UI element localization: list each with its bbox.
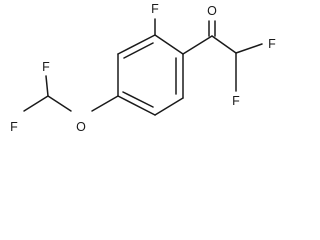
bond-ether-oxygen-chf2 — [47, 95, 72, 112]
bond-ring-6-1-inner — [123, 42, 154, 59]
bond-chf2-fluorine-b — [23, 95, 49, 112]
bond-ring-4-5-inner — [122, 91, 154, 108]
bond-chf2-fluorine-a — [45, 75, 49, 97]
ether-oxygen-label: O — [76, 120, 86, 134]
keto-oxygen-label: O — [207, 4, 217, 18]
bond-ring-4-5 — [117, 95, 156, 116]
bond-ring-6-1 — [117, 34, 156, 55]
fluorine-ring-label: F — [151, 2, 159, 16]
difluoromethyl-fluorine-a-label: F — [268, 37, 276, 51]
bond-ring-3-4 — [154, 97, 184, 116]
chemical-structure-diagram: F O F F F F O — [10, 2, 276, 134]
bond-carbonyl-cf2 — [211, 35, 237, 54]
bond-ring-1-2 — [154, 34, 184, 55]
bond-ring-carbonyl — [182, 35, 213, 55]
bond-cf2-fluorine-a — [235, 43, 263, 54]
benzene-ring — [117, 34, 184, 116]
difluoromethyl-fluorine-b-label: F — [232, 94, 240, 108]
difluoromethoxy-fluorine-b-label: F — [10, 120, 18, 134]
bond-ring-ether-oxygen — [91, 95, 119, 112]
difluoromethoxy-fluorine-a-label: F — [42, 60, 50, 74]
